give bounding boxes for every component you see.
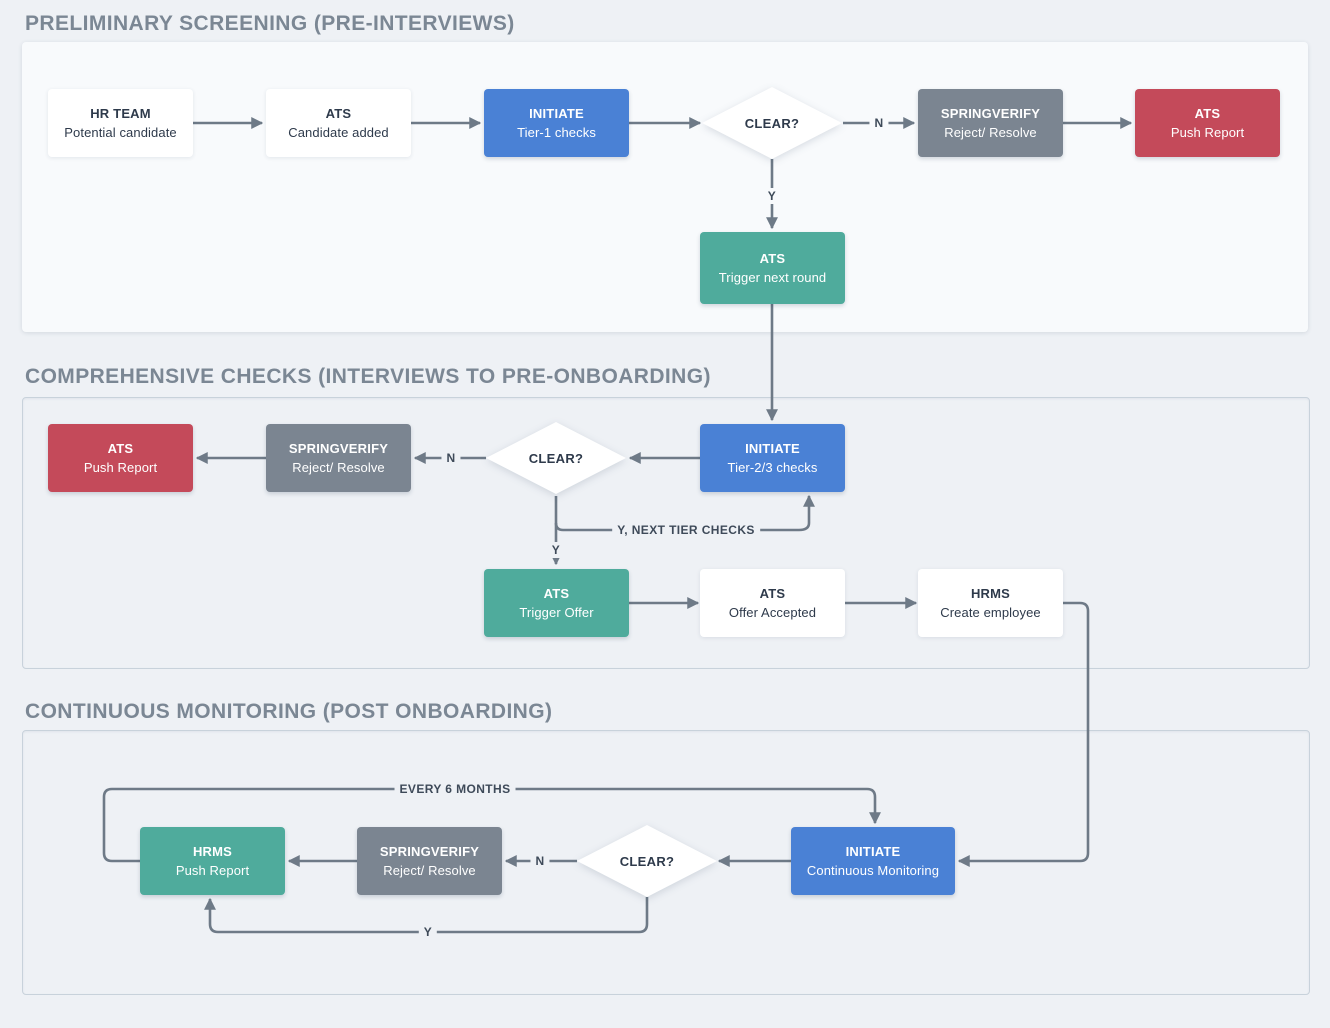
edge-label-y-2: Y: [546, 542, 566, 558]
edge-label-n-3: N: [530, 853, 550, 869]
decision-label: CLEAR?: [619, 853, 675, 869]
section-title-comprehensive-checks: COMPREHENSIVE CHECKS (INTERVIEWS TO PRE-…: [25, 365, 711, 388]
node-hr-team-potential-candidate: HR TEAM Potential candidate: [48, 89, 193, 157]
node-subtitle: Trigger next round: [718, 270, 827, 285]
node-subtitle: Push Report: [1170, 125, 1245, 140]
node-subtitle: Reject/ Resolve: [944, 125, 1037, 140]
node-subtitle: Reject/ Resolve: [383, 863, 476, 878]
edge-label-every-6-months: EVERY 6 MONTHS: [394, 781, 516, 797]
decision-clear-1: CLEAR?: [702, 87, 842, 159]
node-subtitle: Continuous Monitoring: [806, 863, 940, 878]
node-springverify-reject-resolve-2: SPRINGVERIFY Reject/ Resolve: [266, 424, 411, 492]
edge-label-n-1: N: [869, 115, 889, 131]
node-subtitle: Push Report: [175, 863, 250, 878]
node-initiate-tier1-checks: INITIATE Tier-1 checks: [484, 89, 629, 157]
node-ats-push-report-1: ATS Push Report: [1135, 89, 1280, 157]
node-title: ATS: [759, 251, 786, 266]
section-title-preliminary-screening: PRELIMINARY SCREENING (PRE-INTERVIEWS): [25, 12, 515, 35]
node-title: ATS: [543, 586, 570, 601]
node-springverify-reject-resolve-1: SPRINGVERIFY Reject/ Resolve: [918, 89, 1063, 157]
edge-label-y-next-tier-checks: Y, NEXT TIER CHECKS: [612, 522, 760, 538]
node-initiate-continuous-monitoring: INITIATE Continuous Monitoring: [791, 827, 955, 895]
node-subtitle: Candidate added: [288, 125, 389, 140]
decision-clear-3: CLEAR?: [577, 825, 717, 897]
decision-label: CLEAR?: [744, 115, 800, 131]
edge-label-n-2: N: [441, 450, 461, 466]
node-subtitle: Create employee: [940, 605, 1041, 620]
node-subtitle: Offer Accepted: [728, 605, 817, 620]
node-title: INITIATE: [845, 844, 901, 859]
node-title: HR TEAM: [90, 106, 151, 121]
node-ats-offer-accepted: ATS Offer Accepted: [700, 569, 845, 637]
node-title: HRMS: [192, 844, 233, 859]
node-title: HRMS: [970, 586, 1011, 601]
panel-preliminary-screening: [22, 42, 1308, 332]
node-title: SPRINGVERIFY: [940, 106, 1041, 121]
node-hrms-create-employee: HRMS Create employee: [918, 569, 1063, 637]
node-title: ATS: [107, 441, 134, 456]
node-subtitle: Tier-2/3 checks: [727, 460, 818, 475]
node-title: INITIATE: [529, 106, 584, 121]
decision-label: CLEAR?: [528, 450, 584, 466]
node-ats-candidate-added: ATS Candidate added: [266, 89, 411, 157]
node-hrms-push-report: HRMS Push Report: [140, 827, 285, 895]
diamond-shape: CLEAR?: [486, 422, 626, 494]
node-title: SPRINGVERIFY: [288, 441, 389, 456]
node-ats-trigger-offer: ATS Trigger Offer: [484, 569, 629, 637]
diamond-shape: CLEAR?: [702, 87, 842, 159]
node-initiate-tier23-checks: INITIATE Tier-2/3 checks: [700, 424, 845, 492]
node-subtitle: Tier-1 checks: [517, 125, 596, 140]
edge-label-y-1: Y: [762, 188, 782, 204]
node-title: INITIATE: [745, 441, 800, 456]
node-subtitle: Trigger Offer: [519, 605, 594, 620]
diamond-shape: CLEAR?: [577, 825, 717, 897]
node-ats-trigger-next-round: ATS Trigger next round: [700, 232, 845, 304]
node-subtitle: Potential candidate: [64, 125, 177, 140]
node-title: SPRINGVERIFY: [379, 844, 480, 859]
node-springverify-reject-resolve-3: SPRINGVERIFY Reject/ Resolve: [357, 827, 502, 895]
node-title: ATS: [325, 106, 352, 121]
node-subtitle: Reject/ Resolve: [292, 460, 385, 475]
node-subtitle: Push Report: [83, 460, 158, 475]
node-title: ATS: [759, 586, 786, 601]
decision-clear-2: CLEAR?: [486, 422, 626, 494]
section-title-continuous-monitoring: CONTINUOUS MONITORING (POST ONBOARDING): [25, 700, 553, 723]
edge-label-y-3: Y: [418, 924, 438, 940]
node-ats-push-report-2: ATS Push Report: [48, 424, 193, 492]
node-title: ATS: [1194, 106, 1221, 121]
